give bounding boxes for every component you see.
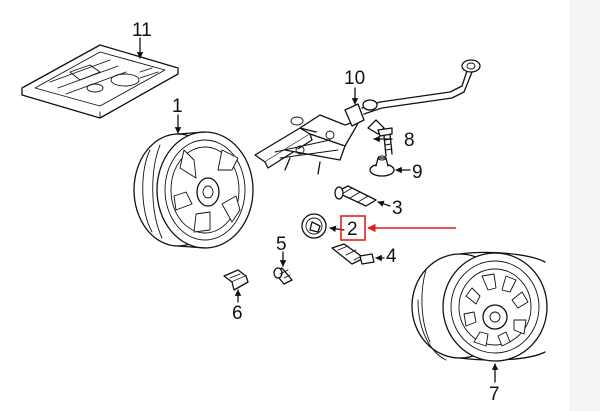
callout-10: 10 bbox=[344, 68, 365, 89]
callout-9: 9 bbox=[412, 162, 423, 183]
part-3-bolt bbox=[334, 185, 377, 207]
callout-7: 7 bbox=[489, 384, 500, 405]
part-5-valve-stem bbox=[273, 267, 293, 285]
part-1-wheel-rim bbox=[133, 131, 254, 249]
part-4-lock-cylinder bbox=[331, 243, 375, 265]
part-8-wing-bolt bbox=[367, 119, 393, 157]
part-10-jack-assembly bbox=[254, 59, 481, 175]
part-11-floor-tray bbox=[21, 44, 179, 119]
part-2-cap bbox=[301, 213, 327, 239]
page-edge-strip bbox=[570, 0, 600, 411]
leader-3 bbox=[377, 200, 391, 207]
callout-4: 4 bbox=[386, 246, 397, 267]
part-6-clip bbox=[223, 269, 249, 291]
callout-2: 2 bbox=[347, 219, 358, 240]
callout-6: 6 bbox=[232, 303, 243, 324]
callout-5: 5 bbox=[276, 234, 287, 255]
callout-1: 1 bbox=[172, 96, 183, 117]
part-9-retainer bbox=[369, 155, 395, 177]
highlight-box bbox=[340, 215, 366, 241]
callout-3: 3 bbox=[392, 198, 403, 219]
part-7-spare-tire bbox=[411, 251, 548, 362]
callout-11: 11 bbox=[132, 20, 152, 41]
leader-2 bbox=[329, 225, 345, 233]
callout-8: 8 bbox=[404, 130, 415, 151]
